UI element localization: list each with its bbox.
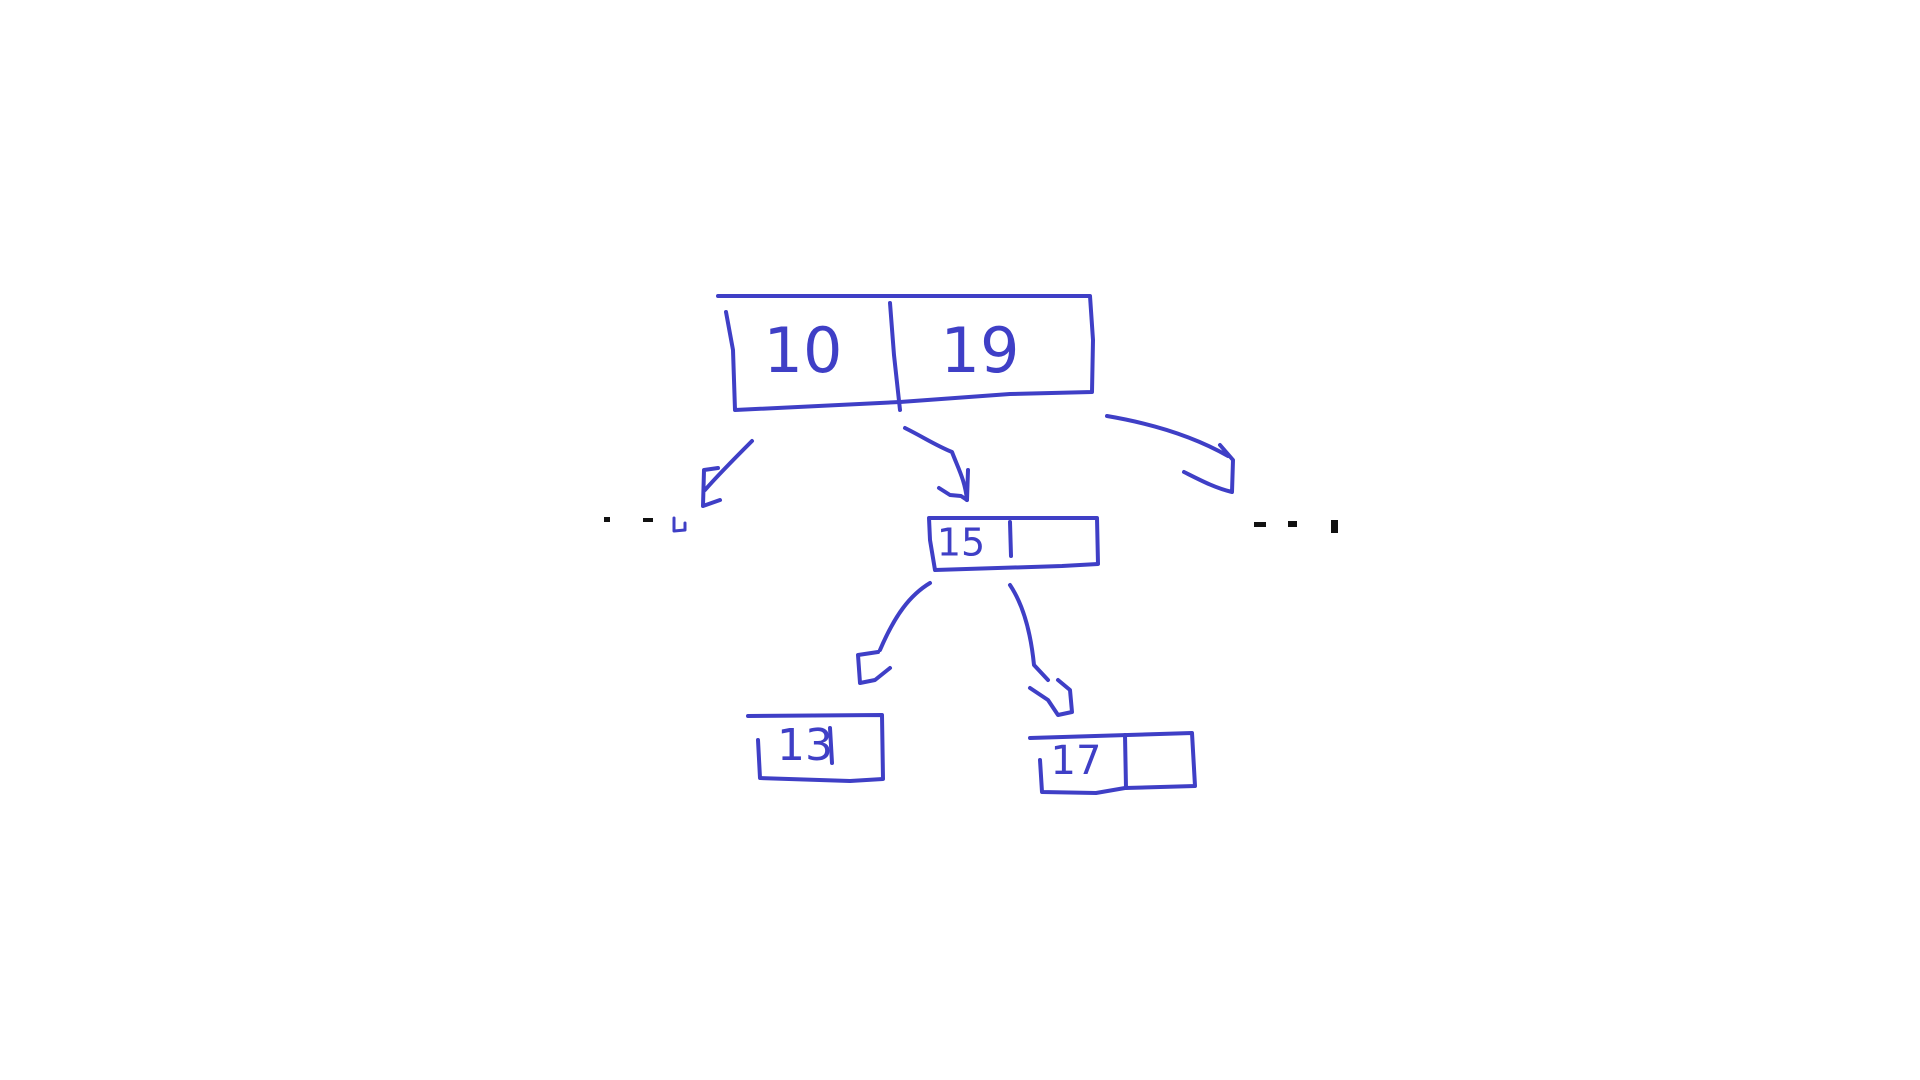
right-leaf-key-1: 17 bbox=[1051, 738, 1102, 784]
left-leaf-node: 13 bbox=[746, 713, 885, 783]
right-leaf-node: 17 bbox=[1028, 731, 1197, 795]
left-ellipsis: ... bbox=[604, 516, 687, 533]
root-key-1: 10 bbox=[764, 314, 843, 387]
right-leaf-divider bbox=[1123, 733, 1128, 790]
middle-node: 15 bbox=[927, 516, 1100, 572]
middle-left-arrow bbox=[856, 581, 932, 685]
middle-arrow bbox=[903, 426, 970, 502]
root-node-divider bbox=[888, 301, 902, 412]
left-arrow bbox=[701, 439, 754, 508]
left-leaf-key: 13 bbox=[777, 720, 833, 771]
middle-node-outline bbox=[927, 516, 1100, 572]
middle-right-arrow bbox=[1008, 583, 1074, 717]
root-key-2: 19 bbox=[941, 314, 1020, 387]
middle-node-divider bbox=[1008, 520, 1013, 558]
right-ellipsis: ... bbox=[1254, 520, 1338, 533]
root-node-outline bbox=[716, 294, 1095, 412]
middle-key-1: 15 bbox=[937, 521, 985, 565]
left-leaf-outline bbox=[746, 713, 885, 783]
right-arrow bbox=[1105, 414, 1235, 494]
root-node: 10 19 bbox=[716, 294, 1095, 412]
